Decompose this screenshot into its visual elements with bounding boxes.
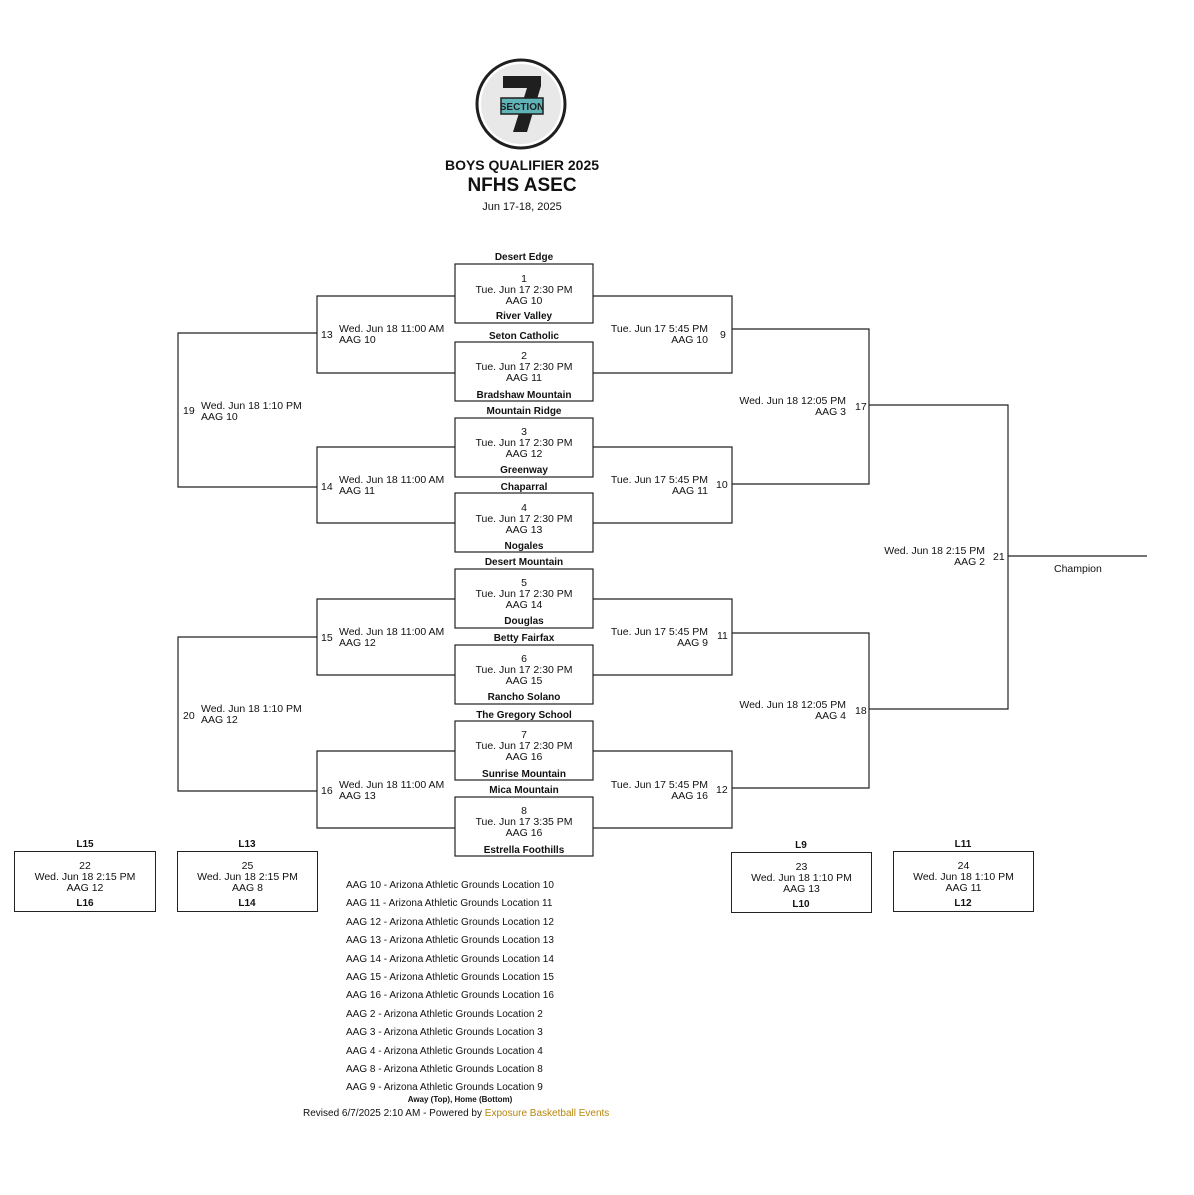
home-away-note: Away (Top), Home (Bottom)	[407, 1095, 513, 1104]
exposure-link[interactable]: Exposure Basketball Events	[484, 1108, 610, 1119]
legend-item: AAG 14 - Arizona Athletic Grounds Locati…	[346, 953, 554, 965]
team-away-8: Mica Mountain	[489, 785, 559, 796]
team-away-6: Betty Fairfax	[493, 633, 555, 644]
cons-25-top: L13	[238, 839, 256, 850]
team-away-7: The Gregory School	[476, 710, 572, 721]
team-home-8: Estrella Foothills	[483, 845, 565, 856]
game-18-number: 18	[855, 705, 867, 717]
game-10-number: 10	[716, 479, 728, 491]
legend-item: AAG 8 - Arizona Athletic Grounds Locatio…	[346, 1063, 543, 1075]
location-legend: AAG 10 - Arizona Athletic Grounds Locati…	[346, 879, 554, 1100]
venue-title: NFHS ASEC	[467, 175, 577, 196]
legend-item: AAG 2 - Arizona Athletic Grounds Locatio…	[346, 1008, 543, 1020]
cons-25-bottom: L14	[238, 898, 256, 909]
cons-24-top: L11	[954, 839, 972, 850]
event-dates: Jun 17-18, 2025	[482, 201, 562, 213]
game-1-box	[454, 263, 594, 324]
team-home-4: Nogales	[504, 541, 544, 552]
team-home-2: Bradshaw Mountain	[476, 390, 572, 401]
game-14-number: 14	[321, 481, 333, 493]
legend-item: AAG 15 - Arizona Athletic Grounds Locati…	[346, 971, 554, 983]
game-21-number: 21	[993, 551, 1005, 563]
legend-item: AAG 12 - Arizona Athletic Grounds Locati…	[346, 916, 554, 928]
game-12-number: 12	[716, 784, 728, 796]
team-away-2: Seton Catholic	[488, 331, 559, 342]
team-home-1: River Valley	[495, 311, 553, 322]
legend-item: AAG 9 - Arizona Athletic Grounds Locatio…	[346, 1082, 543, 1094]
game-13-number: 13	[321, 329, 333, 341]
team-away-4: Chaparral	[500, 482, 548, 493]
game-9-number: 9	[720, 329, 726, 341]
team-away-3: Mountain Ridge	[486, 406, 562, 417]
svg-text:SECTION: SECTION	[500, 102, 544, 113]
game-19-number: 19	[183, 405, 195, 417]
cons-23-bottom: L10	[792, 899, 810, 910]
game-11-number: 11	[717, 630, 728, 642]
game-8-box	[454, 796, 594, 857]
footer-revised: Revised 6/7/2025 2:10 AM - Powered by Ex…	[303, 1108, 609, 1119]
team-home-5: Douglas	[504, 616, 544, 627]
legend-item: AAG 11 - Arizona Athletic Grounds Locati…	[346, 898, 553, 910]
cons-24-bottom: L12	[954, 898, 972, 909]
legend-item: AAG 3 - Arizona Athletic Grounds Locatio…	[346, 1027, 543, 1039]
legend-item: AAG 4 - Arizona Athletic Grounds Locatio…	[346, 1045, 543, 1057]
event-name: BOYS QUALIFIER 2025	[444, 157, 600, 173]
game-20-number: 20	[183, 710, 195, 722]
legend-item: AAG 13 - Arizona Athletic Grounds Locati…	[346, 935, 554, 947]
game-15-number: 15	[321, 632, 333, 644]
team-home-6: Rancho Solano	[487, 692, 561, 703]
cons-22-bottom: L16	[76, 898, 94, 909]
game-16-number: 16	[321, 785, 333, 797]
team-home-3: Greenway	[500, 465, 548, 476]
game-17-number: 17	[855, 401, 867, 413]
legend-item: AAG 16 - Arizona Athletic Grounds Locati…	[346, 990, 554, 1002]
cons-22-top: L15	[76, 839, 94, 850]
section-7-logo: SECTION	[475, 58, 567, 150]
revised-text: Revised 6/7/2025 2:10 AM - Powered by	[303, 1108, 485, 1119]
champion-label: Champion	[1054, 563, 1102, 575]
team-away-5: Desert Mountain	[484, 557, 564, 568]
team-home-7: Sunrise Mountain	[482, 769, 566, 780]
cons-23-top: L9	[795, 840, 807, 851]
legend-item: AAG 10 - Arizona Athletic Grounds Locati…	[346, 880, 554, 891]
game-2-box	[454, 341, 594, 402]
team-away-1: Desert Edge	[494, 252, 554, 263]
